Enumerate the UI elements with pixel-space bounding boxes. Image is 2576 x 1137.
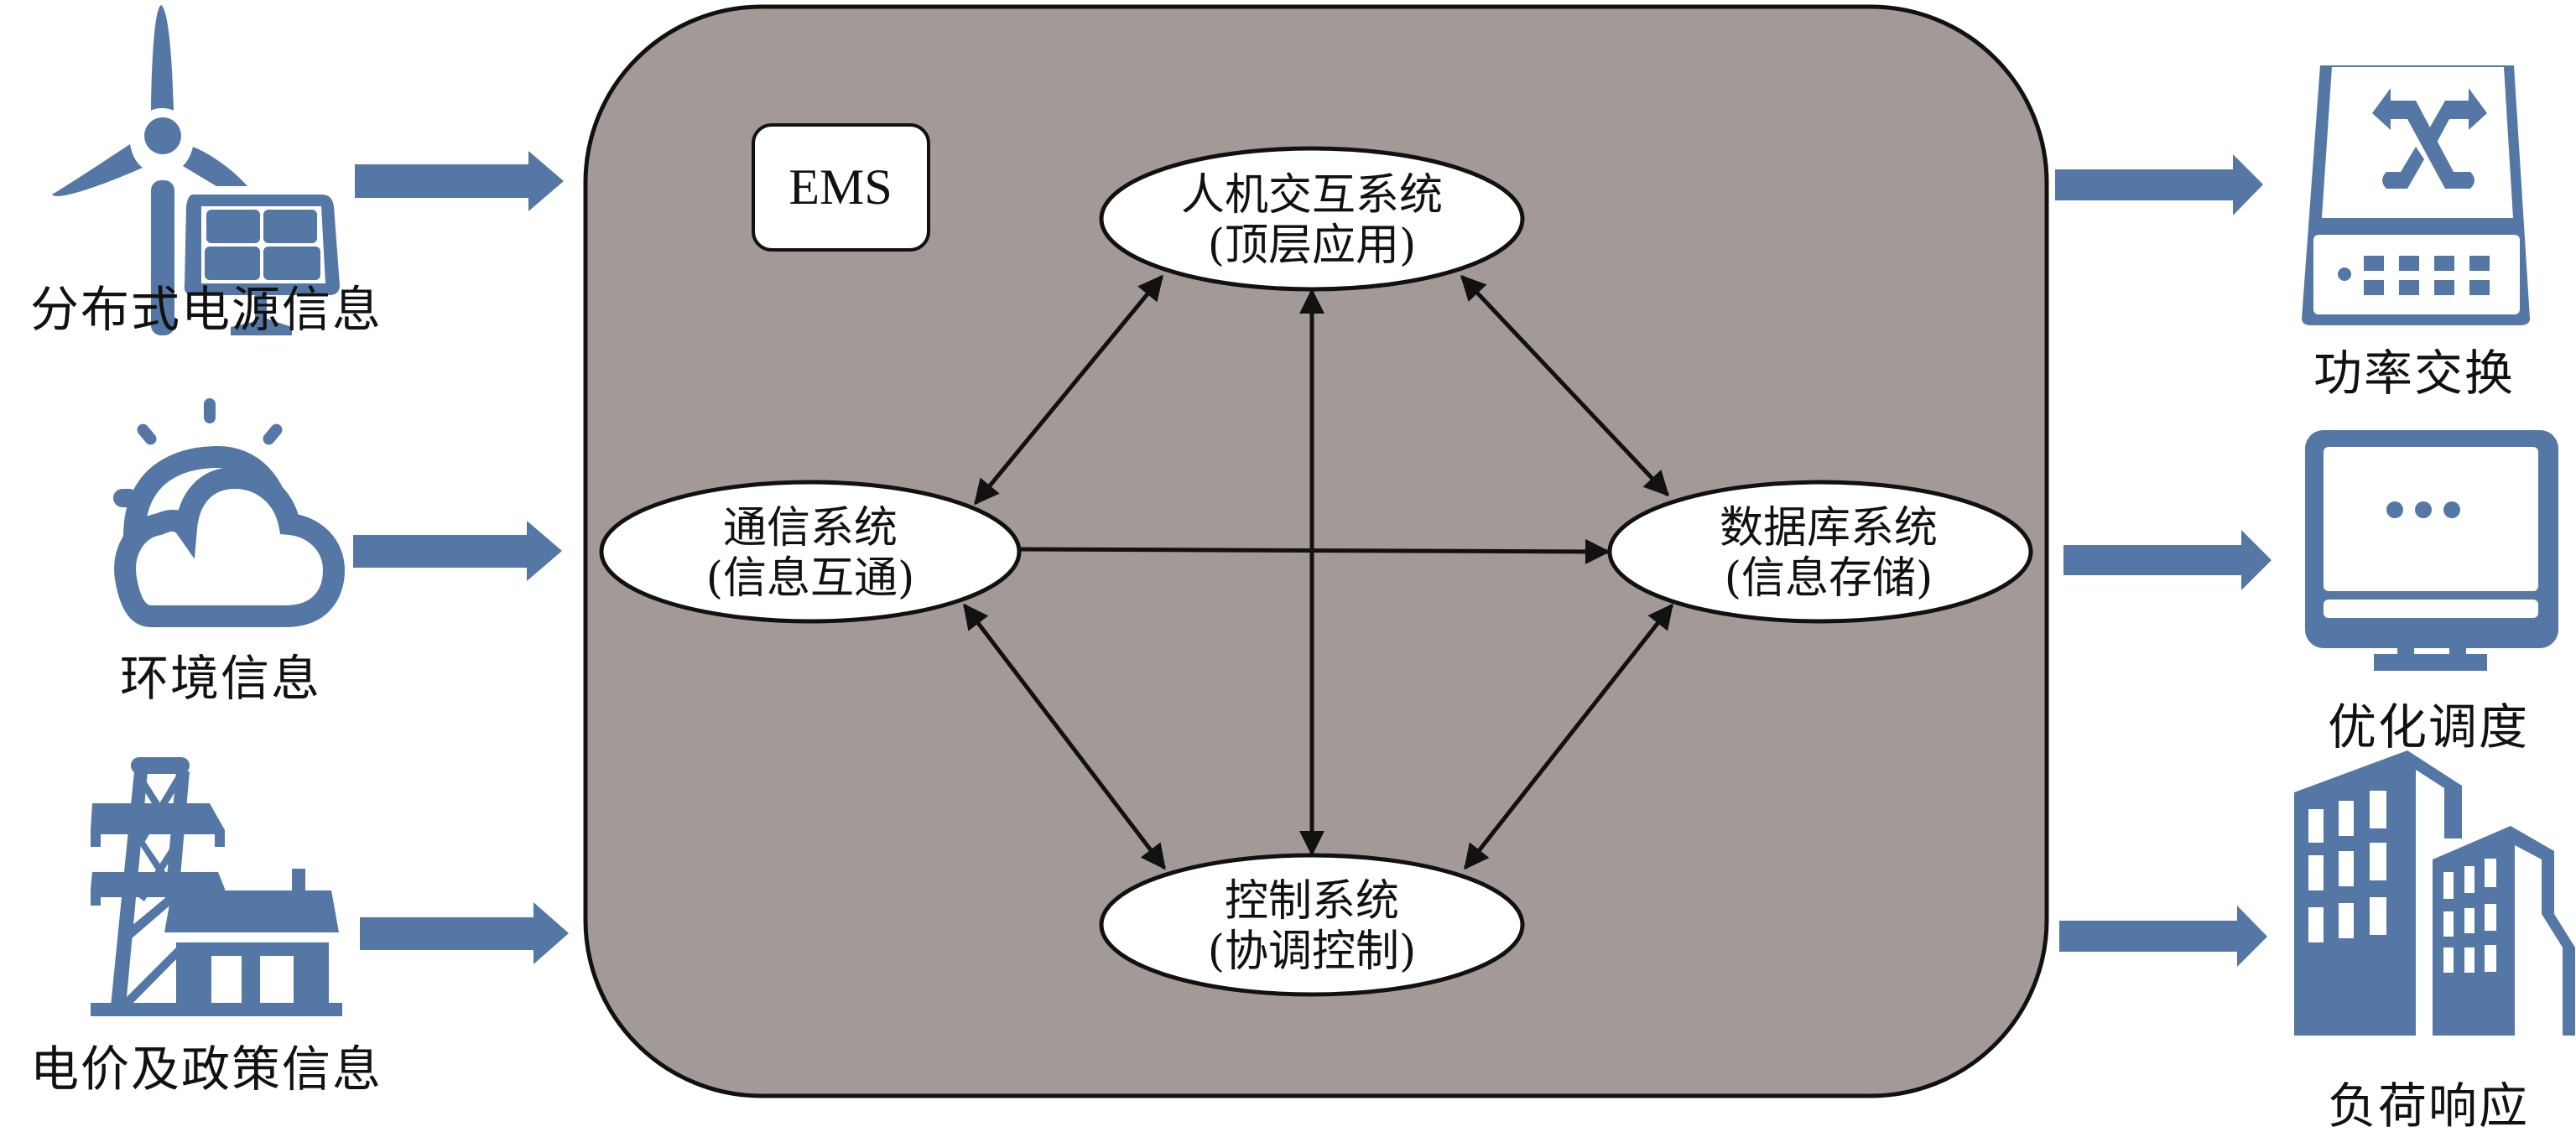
node-ctrl-title: 控制系统: [1225, 876, 1399, 927]
node-ctrl: 控制系统 (协调控制): [1099, 853, 1525, 997]
output-label-power-exchange: 功率交换: [2313, 345, 2516, 402]
edge-hmi-db: [1460, 274, 1670, 497]
node-hmi-title: 人机交互系统: [1181, 170, 1443, 221]
input-arrows: [353, 151, 569, 964]
node-hmi: 人机交互系统 (顶层应用): [1099, 146, 1525, 292]
input-label-distributed-power: 分布式电源信息: [30, 281, 383, 338]
input-arrow-2: [353, 521, 562, 581]
edge-db-ctrl: [1464, 603, 1673, 870]
output-arrow-2: [2063, 530, 2272, 590]
monitor-icon: [2305, 430, 2558, 671]
buildings-icon: [2294, 750, 2575, 1036]
node-db: 数据库系统 (信息存储): [1607, 480, 2033, 624]
edge-comm-db: [1019, 538, 1611, 564]
output-arrows: [2055, 154, 2272, 967]
output-label-optimal-dispatch: 优化调度: [2328, 698, 2530, 755]
edge-comm-ctrl: [963, 603, 1166, 870]
node-comm: 通信系统 (信息互通): [599, 480, 1022, 624]
node-db-subtitle: (信息存储): [1725, 553, 1933, 604]
network-switch-icon: [2302, 65, 2530, 325]
node-comm-subtitle: (信息互通): [706, 553, 915, 604]
weather-cloud-sun-icon: [113, 398, 346, 627]
wind-turbine-solar-panel-icon: [52, 5, 340, 335]
output-label-demand-response: 负荷响应: [2328, 1077, 2530, 1134]
node-comm-title: 通信系统: [723, 503, 898, 553]
output-arrow-3: [2059, 906, 2267, 967]
input-label-price-policy: 电价及政策信息: [30, 1041, 383, 1098]
edges: [963, 274, 1673, 870]
input-label-environment: 环境信息: [120, 650, 322, 707]
node-hmi-subtitle: (顶层应用): [1208, 221, 1417, 271]
edge-hmi-comm: [974, 274, 1163, 506]
ems-label-box: EMS: [752, 123, 930, 252]
input-arrow-1: [355, 151, 564, 211]
power-tower-house-icon: [91, 757, 342, 1016]
output-arrow-1: [2055, 154, 2263, 215]
node-ctrl-subtitle: (协调控制): [1208, 927, 1417, 977]
node-db-title: 数据库系统: [1720, 503, 1938, 553]
input-arrow-3: [360, 902, 569, 964]
ems-label: EMS: [788, 159, 892, 215]
